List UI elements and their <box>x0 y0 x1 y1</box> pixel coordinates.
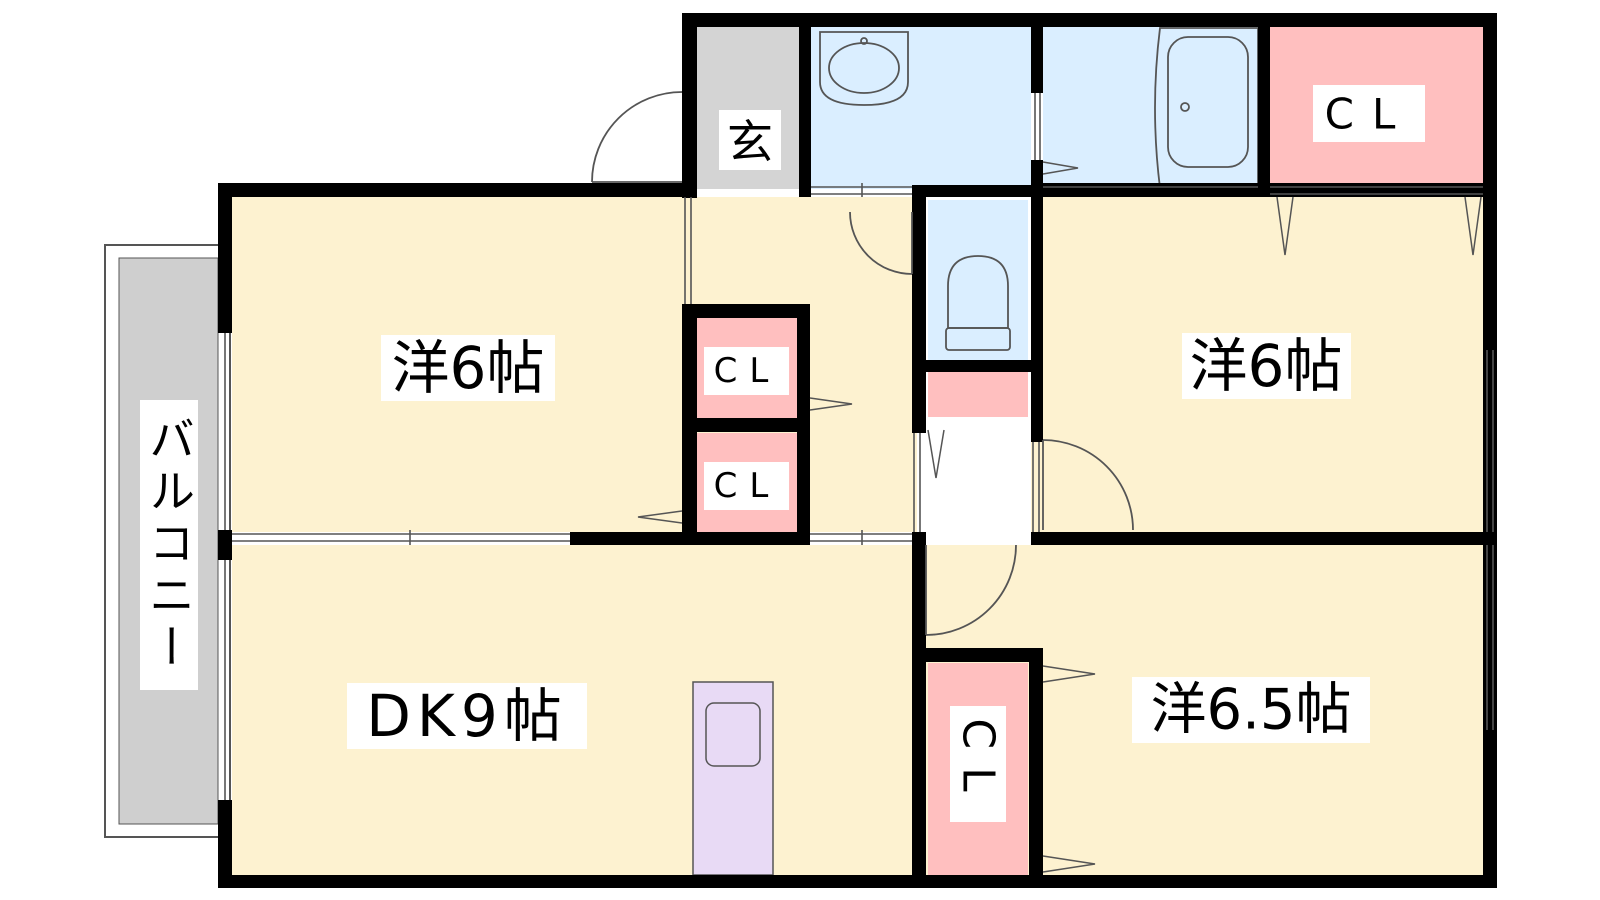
bathroom-floor <box>1043 27 1265 189</box>
wall <box>1483 13 1497 888</box>
toilet-tank <box>945 327 1011 351</box>
label-bg <box>1182 333 1351 399</box>
closet-top-right-label: CL <box>1325 90 1414 139</box>
wall <box>797 304 810 545</box>
western-room-right-label: 洋6帖 <box>1190 332 1343 400</box>
wall <box>1031 13 1043 93</box>
wall <box>799 13 811 197</box>
wall <box>682 13 697 198</box>
wall <box>218 800 232 888</box>
western-room-bottom-right-label: 洋6.5帖 <box>1150 678 1351 743</box>
arrow <box>809 397 853 411</box>
wall <box>218 183 232 333</box>
wall <box>912 185 1043 197</box>
wall <box>912 360 1043 372</box>
bathtub-basin <box>1167 36 1249 168</box>
arrow <box>1276 196 1294 256</box>
label-bg <box>347 683 587 749</box>
door-swing <box>1042 439 1134 531</box>
wall <box>1031 532 1497 545</box>
wall <box>682 304 697 545</box>
balcony-label: バルコニー <box>142 415 196 675</box>
closet-bottom-label: CL <box>953 718 1004 809</box>
wall <box>1031 532 1043 545</box>
labels: 玄 CL CL CL 洋6帖 洋6帖 DK9帖 洋6.5帖 CL バルコニー <box>142 90 1414 810</box>
wall <box>1031 197 1043 442</box>
label-bg <box>140 400 198 690</box>
wall <box>218 530 232 560</box>
wall <box>682 418 810 432</box>
wall <box>682 13 1497 27</box>
toilet-bowl <box>947 255 1009 329</box>
bathtub-drain <box>1180 102 1190 112</box>
kitchen-sink <box>705 702 761 767</box>
doors <box>591 91 1134 636</box>
door-swing <box>849 211 913 275</box>
washroom-floor <box>811 27 1031 189</box>
arrow <box>1464 196 1482 256</box>
door-swing <box>591 91 683 183</box>
label-bg <box>704 462 789 510</box>
wall <box>218 875 1497 888</box>
arrow <box>927 429 945 479</box>
wall <box>912 648 1043 662</box>
wall <box>682 304 810 318</box>
closet-upper-middle-label: CL <box>714 351 781 391</box>
wash-basin-tap <box>860 37 868 45</box>
wash-basin <box>819 31 909 106</box>
arrow <box>1042 161 1079 175</box>
toilet-storage-floor <box>928 372 1028 417</box>
wall <box>912 185 926 433</box>
wall <box>1031 160 1043 197</box>
arrow <box>637 510 683 524</box>
label-bg <box>1132 677 1370 743</box>
label-bg <box>950 706 1006 822</box>
label-bg <box>704 347 789 395</box>
kitchen-counter <box>692 681 774 876</box>
label-bg <box>719 110 781 170</box>
toilet-floor <box>928 200 1028 360</box>
label-backgrounds <box>140 85 1425 822</box>
wash-basin-bowl <box>828 42 900 94</box>
dining-kitchen-label: DK9帖 <box>366 682 568 750</box>
arrow <box>1042 855 1096 873</box>
wall <box>1029 648 1043 875</box>
door-swing <box>925 544 1017 636</box>
label-bg <box>1313 85 1425 142</box>
openings <box>224 93 1494 800</box>
arrow <box>1042 665 1096 683</box>
label-bg <box>381 335 555 401</box>
wall <box>218 183 697 197</box>
door-arrows <box>637 161 1482 873</box>
wall <box>912 532 926 888</box>
closet-lower-middle-label: CL <box>714 466 781 506</box>
western-room-left-label: 洋6帖 <box>392 334 545 402</box>
genkan-label: 玄 <box>727 115 773 169</box>
wall <box>1258 13 1270 197</box>
